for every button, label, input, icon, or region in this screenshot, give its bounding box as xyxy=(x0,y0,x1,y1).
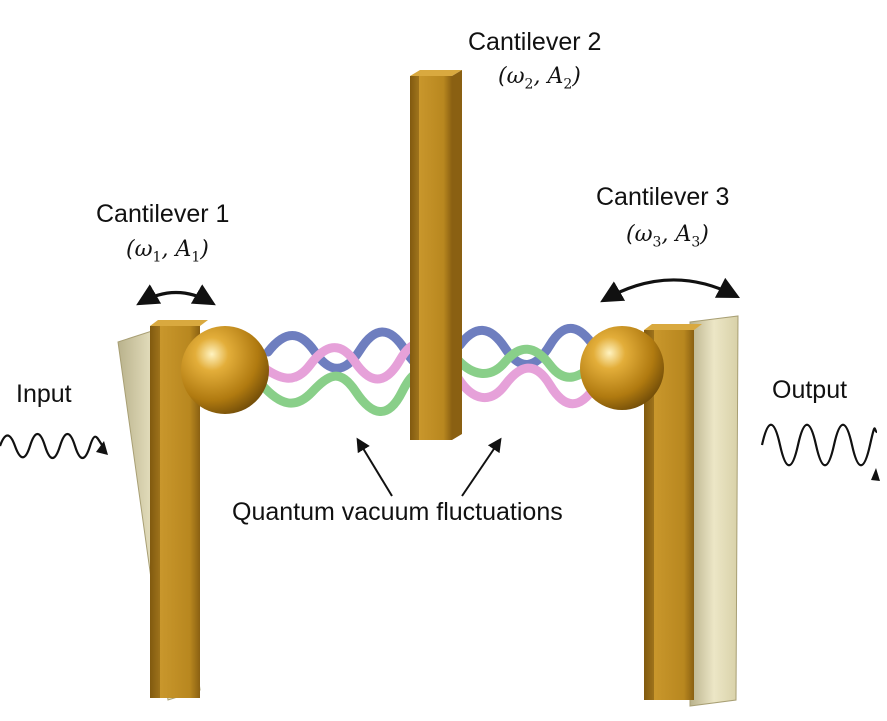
cantilever-2-params: (ω2, A2) xyxy=(498,64,581,93)
output-label: Output xyxy=(772,376,848,404)
omega-3-index: 3 xyxy=(652,234,662,251)
fluctuations-label: Quantum vacuum fluctuations xyxy=(232,498,563,526)
pointer-arrow-right xyxy=(461,437,502,497)
cantilever-1-title: Cantilever 1 xyxy=(96,200,230,228)
omega-2: ω xyxy=(506,64,525,89)
wave-pink-right xyxy=(453,363,601,409)
cantilever-1-params: (ω1, A1) xyxy=(126,237,209,266)
omega-3: ω xyxy=(634,222,653,247)
wave-green-right xyxy=(453,344,601,382)
omega-1-index: 1 xyxy=(152,249,162,266)
input-signal xyxy=(0,432,108,460)
amp-3: A xyxy=(675,222,692,247)
amp-1: A xyxy=(175,237,192,262)
input-label: Input xyxy=(16,380,72,408)
amp-1-index: 1 xyxy=(191,249,201,266)
wave-pink-left xyxy=(255,340,440,384)
cantilever-2-beam xyxy=(410,70,462,440)
amp-2: A xyxy=(547,64,564,89)
amp-2-index: 2 xyxy=(563,76,573,93)
cantilever-2-title: Cantilever 2 xyxy=(468,28,602,56)
cantilever-3-title: Cantilever 3 xyxy=(596,183,730,211)
omega-1: ω xyxy=(134,237,153,262)
cantilever-3-params: (ω3, A3) xyxy=(626,222,709,251)
pointer-arrow-left xyxy=(356,437,393,497)
omega-2-index: 2 xyxy=(524,76,534,93)
sphere-right xyxy=(580,326,664,410)
sphere-left xyxy=(181,326,269,414)
oscillation-arrow-1 xyxy=(136,284,216,306)
oscillation-arrow-3 xyxy=(600,277,740,303)
cantilever-3-ghost xyxy=(689,315,739,707)
output-signal xyxy=(760,423,880,481)
amp-3-index: 3 xyxy=(691,234,701,251)
